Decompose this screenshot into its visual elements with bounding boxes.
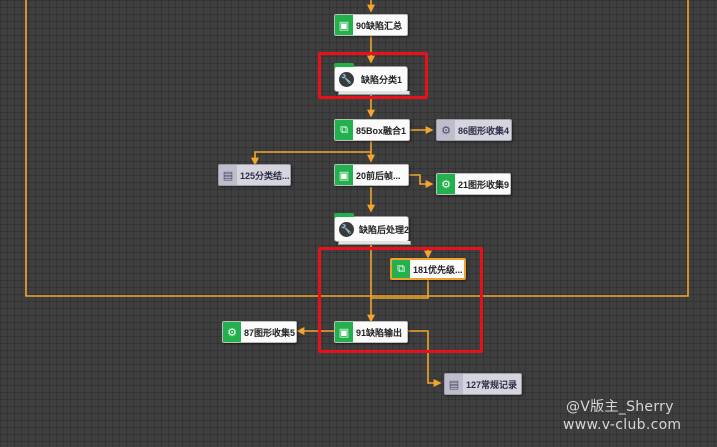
watermark-site: www.v-club.com xyxy=(563,417,682,433)
gear-collect-icon: ⚙ xyxy=(437,120,455,140)
gear-collect-icon: ⚙ xyxy=(223,322,241,342)
node-91-defect-output[interactable]: ▣ 91缺陷输出 xyxy=(334,321,408,343)
node-125-classify-result[interactable]: ▤ 125分类结... xyxy=(218,164,291,186)
node-label: 21图形收集9 xyxy=(458,179,510,190)
node-85-box-merge[interactable]: ⧉ 85Box融合1 xyxy=(334,119,410,141)
node-defect-postprocess[interactable]: 🔧 缺陷后处理2 xyxy=(334,213,411,245)
node-20-frame-compare[interactable]: ▣ 20前后帧... xyxy=(334,164,409,186)
node-label: 缺陷分类1 xyxy=(361,74,403,85)
table-icon: ▤ xyxy=(219,165,237,185)
node-label: 181优先级... xyxy=(413,264,463,275)
node-label: 20前后帧... xyxy=(356,170,401,181)
node-label: 86图形收集4 xyxy=(458,125,510,136)
highlight-box-output-group xyxy=(318,247,483,353)
monitor-icon: ▣ xyxy=(335,322,353,342)
table-icon: ▤ xyxy=(445,374,463,394)
node-label: 125分类结... xyxy=(240,170,290,181)
node-87-shape-collect[interactable]: ⚙ 87图形收集5 xyxy=(222,321,297,343)
node-defect-classify[interactable]: 🔧 缺陷分类1 xyxy=(334,63,410,95)
node-label: 90缺陷汇总 xyxy=(356,20,403,31)
merge-icon: ⧉ xyxy=(335,120,353,140)
highlight-box-classify xyxy=(318,52,428,99)
node-127-regular-record[interactable]: ▤ 127常规记录 xyxy=(444,373,522,395)
monitor-icon: ▣ xyxy=(335,15,353,35)
node-90-defect-summary[interactable]: ▣ 90缺陷汇总 xyxy=(334,14,408,36)
gear-collect-icon: ⚙ xyxy=(437,174,455,194)
merge-icon: ⧉ xyxy=(392,260,410,278)
node-label: 91缺陷输出 xyxy=(356,327,403,338)
wrench-icon: 🔧 xyxy=(339,221,354,237)
node-label: 127常规记录 xyxy=(466,379,518,390)
node-label: 87图形收集5 xyxy=(244,327,296,338)
watermark-author: @V版主_Sherry xyxy=(566,399,674,415)
node-label: 缺陷后处理2 xyxy=(359,224,410,235)
wrench-icon: 🔧 xyxy=(339,71,354,87)
monitor-icon: ▣ xyxy=(335,165,353,185)
node-label: 85Box融合1 xyxy=(356,125,407,136)
node-21-shape-collect[interactable]: ⚙ 21图形收集9 xyxy=(436,173,511,195)
node-181-priority[interactable]: ⧉ 181优先级... xyxy=(390,258,466,280)
node-86-shape-collect[interactable]: ⚙ 86图形收集4 xyxy=(436,119,512,141)
